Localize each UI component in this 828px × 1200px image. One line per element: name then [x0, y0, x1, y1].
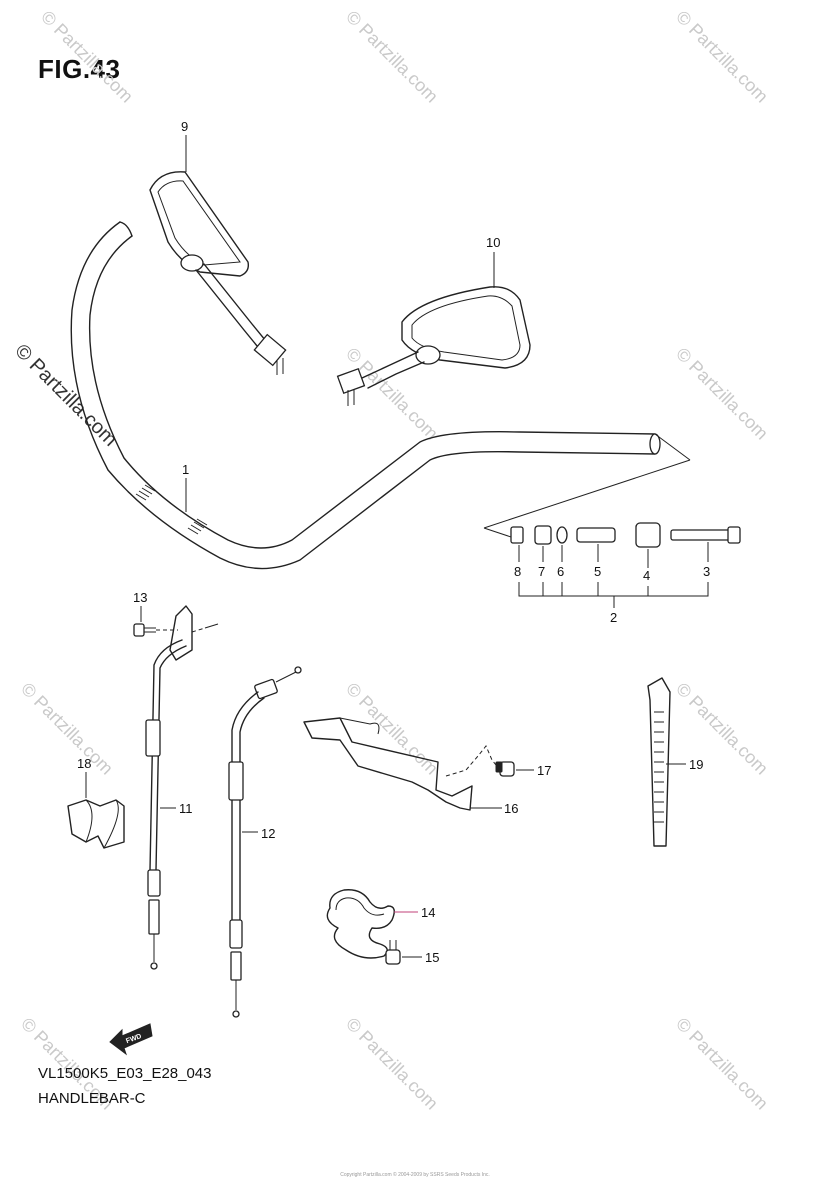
watermark: © Partzilla.com — [342, 7, 442, 107]
callout-16: 16 — [504, 801, 518, 816]
watermark: © Partzilla.com — [672, 344, 772, 444]
part-7-collar — [534, 525, 552, 545]
callout-15: 15 — [425, 950, 439, 965]
callout-3: 3 — [703, 564, 710, 579]
callout-19: 19 — [689, 757, 703, 772]
watermark: © Partzilla.com — [37, 7, 137, 107]
part-1-handlebar — [70, 221, 691, 570]
watermark: © Partzilla.com — [342, 1014, 442, 1114]
callout-8: 8 — [514, 564, 521, 579]
part-11-clutch-cable — [145, 605, 219, 970]
part-14-wire-clamp — [326, 889, 418, 959]
part-17-bolt — [495, 761, 534, 777]
callout-14: 14 — [421, 905, 435, 920]
watermark-strong: © Partzilla.com — [10, 340, 121, 451]
callout-5: 5 — [594, 564, 601, 579]
part-19-cable-tie — [647, 677, 686, 847]
part-3-bolt — [670, 529, 732, 541]
callout-6: 6 — [557, 564, 564, 579]
callout-4: 4 — [643, 568, 650, 583]
watermark: © Partzilla.com — [672, 679, 772, 779]
part-18-clamp — [67, 772, 125, 849]
callout-12: 12 — [261, 826, 275, 841]
watermark: © Partzilla.com — [672, 1014, 772, 1114]
part-13-screw — [133, 606, 178, 637]
part-5-weight — [576, 527, 616, 543]
part-8-nut — [510, 526, 524, 544]
callout-2: 2 — [610, 610, 617, 625]
part-15-screw — [385, 940, 422, 965]
figure-name: HANDLEBAR-C — [38, 1090, 146, 1107]
copyright-note: Copyright Partzilla.com © 2004-2009 by S… — [340, 1172, 490, 1178]
part-9-left-mirror — [149, 171, 287, 375]
callout-13: 13 — [133, 590, 147, 605]
model-code: VL1500K5_E03_E28_043 — [38, 1065, 212, 1082]
watermark: © Partzilla.com — [672, 7, 772, 107]
part-16-bracket — [303, 717, 502, 811]
part-10-right-mirror — [336, 286, 531, 406]
callout-9: 9 — [181, 119, 188, 134]
figure-title: FIG.43 — [38, 54, 121, 84]
fwd-arrow-icon: FWD — [109, 1023, 153, 1056]
part-2-handlebar-weight-assembly — [510, 522, 741, 608]
part-12-throttle-cable — [228, 666, 302, 1018]
callout-7: 7 — [538, 564, 545, 579]
callout-18: 18 — [77, 756, 91, 771]
watermark-layer: © Partzilla.com © Partzilla.com © Partzi… — [10, 7, 772, 1114]
callout-10: 10 — [486, 235, 500, 250]
part-6-washer — [556, 526, 568, 544]
callout-17: 17 — [537, 763, 551, 778]
watermark: © Partzilla.com — [17, 679, 117, 779]
callout-1: 1 — [182, 462, 189, 477]
callout-11: 11 — [179, 801, 193, 816]
part-4-rubber — [635, 522, 661, 548]
